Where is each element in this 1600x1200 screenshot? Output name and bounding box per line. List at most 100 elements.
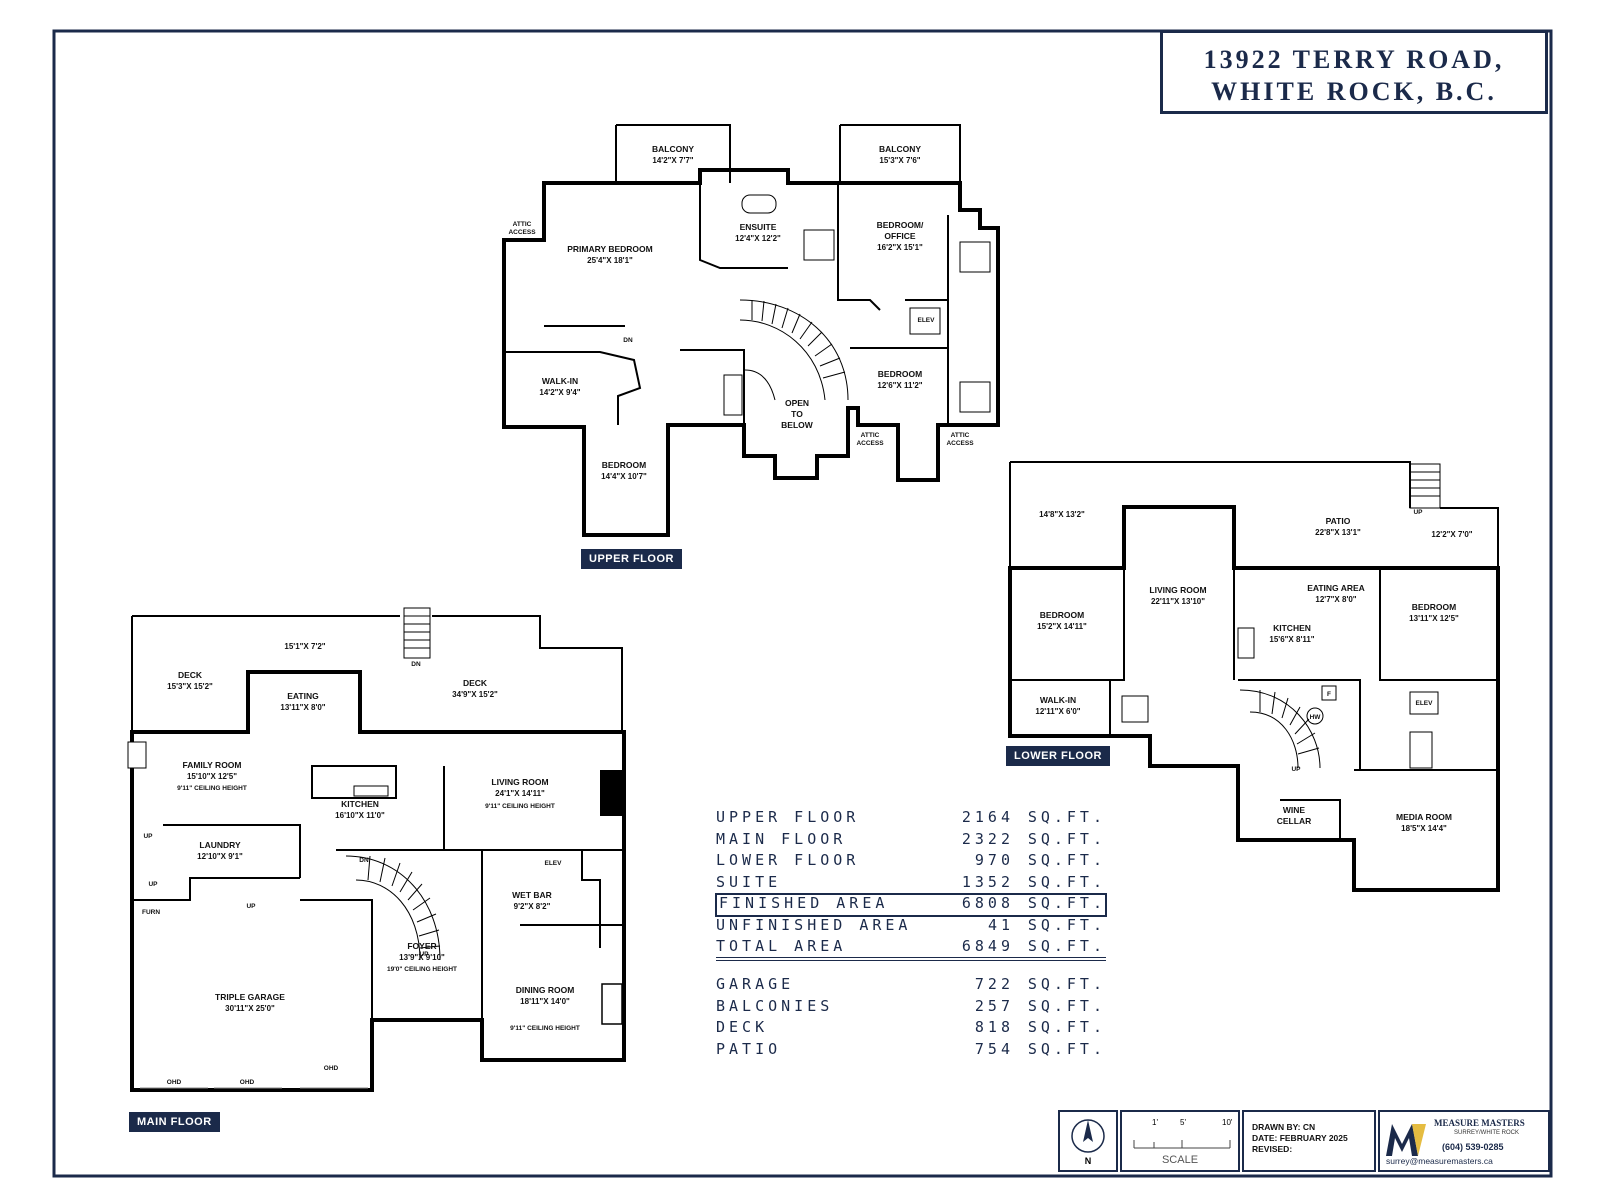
label-furn: FURN	[142, 909, 160, 916]
dims-deck-left: 15'3"X 15'2"	[167, 682, 213, 691]
area-unit: SQ.FT.	[1027, 937, 1106, 955]
area-unit: SQ.FT.	[1027, 851, 1106, 869]
label-elev-main: ELEV	[545, 860, 563, 867]
label-ohd-2: OHD	[240, 1079, 255, 1086]
scale-box: 1' 5' 10' SCALE	[1120, 1110, 1240, 1172]
label-primary-bedroom: PRIMARY BEDROOM	[567, 244, 652, 254]
lower-floor-tag: LOWER FLOOR	[1006, 746, 1110, 766]
page-border	[52, 29, 1553, 1178]
label-dining-room: DINING ROOM	[516, 985, 575, 995]
revised: REVISED:	[1252, 1144, 1293, 1154]
area-value: 2164	[961, 808, 1014, 826]
label-up-main-2: UP	[148, 881, 158, 888]
area-name: MAIN FLOOR	[716, 829, 847, 848]
label-family-room: FAMILY ROOM	[182, 760, 241, 770]
dims-eating-main: 13'11"X 8'0"	[280, 703, 325, 712]
label-bedroom-office-2: OFFICE	[884, 231, 915, 241]
area-value: 2322	[961, 829, 1014, 848]
area-name: GARAGE	[716, 975, 795, 993]
area-unit: SQ.FT.	[1027, 1018, 1106, 1036]
area-name: TOTAL AREA	[716, 937, 847, 955]
label-attic-2b: ACCESS	[856, 440, 884, 447]
scale-tick-10: 10'	[1222, 1118, 1233, 1127]
dims-area-right: 12'2"X 7'0"	[1431, 530, 1472, 539]
label-walk-in-lower: WALK-IN	[1040, 695, 1076, 705]
ceiling-dining-room: 9'11" CEILING HEIGHT	[510, 1025, 580, 1032]
label-attic-3b: ACCESS	[946, 440, 974, 447]
area-unit: SQ.FT.	[1027, 829, 1106, 848]
area-value: 754	[974, 1039, 1014, 1058]
area-value: 970	[974, 851, 1014, 869]
area-unit: SQ.FT.	[1027, 872, 1106, 891]
ceiling-living-room-main: 9'11" CEILING HEIGHT	[485, 803, 555, 810]
lower-floor-labels: 14'8"X 13'2" PATIO 22'8"X 13'1" 12'2"X 7…	[1035, 509, 1472, 833]
dims-primary-bedroom: 25'4"X 18'1"	[587, 256, 633, 265]
label-bedroom-a: BEDROOM	[878, 369, 922, 379]
company-phone: (604) 539-0285	[1442, 1142, 1504, 1152]
label-kitchen-lower: KITCHEN	[1273, 623, 1311, 633]
main-floor-labels: 15'1"X 7'2" DECK 15'3"X 15'2" DECK 34'9"…	[142, 642, 580, 1086]
label-wine: WINE	[1283, 805, 1306, 815]
label-media-room: MEDIA ROOM	[1396, 812, 1452, 822]
dims-balcony-1: 14'2"X 7'7"	[652, 156, 693, 165]
label-dn-main-2: DN	[411, 661, 421, 668]
dims-laundry: 12'10"X 9'1"	[197, 852, 243, 861]
dims-foyer: 13'9"X 9'10"	[399, 953, 445, 962]
main-floor-plan	[127, 607, 626, 1092]
dims-area-left: 14'8"X 13'2"	[1039, 510, 1085, 519]
dims-triple-garage: 30'11"X 25'0"	[225, 1004, 275, 1013]
label-up-main-3: UP	[246, 903, 256, 910]
label-open-2: TO	[791, 409, 803, 419]
label-bedroom-office-1: BEDROOM/	[877, 220, 924, 230]
label-dn-main-1: DN	[359, 857, 369, 864]
label-dn-upper: DN	[623, 337, 633, 344]
area-name: UPPER FLOOR	[716, 808, 860, 826]
label-ohd-3: OHD	[324, 1065, 339, 1072]
label-balcony-2: BALCONY	[879, 144, 921, 154]
dims-walk-in-lower: 12'11"X 6'0"	[1035, 707, 1080, 716]
company-name: MEASURE MASTERS	[1434, 1118, 1525, 1128]
upper-floor-labels: BALCONY 14'2"X 7'7" BALCONY 15'3"X 7'6" …	[508, 144, 974, 481]
area-name: FINISHED AREA	[719, 894, 889, 912]
label-triple-garage: TRIPLE GARAGE	[215, 992, 285, 1002]
dims-bedroom-b: 14'4"X 10'7"	[601, 472, 647, 481]
label-laundry: LAUNDRY	[199, 840, 241, 850]
dims-eating-area: 12'7"X 8'0"	[1315, 595, 1356, 604]
drawing-date: DATE: FEBRUARY 2025	[1252, 1133, 1348, 1143]
dims-dining-room: 18'11"X 14'0"	[520, 997, 570, 1006]
label-hw: HW	[1310, 714, 1322, 721]
label-up-lower-2: UP	[1291, 766, 1301, 773]
north-arrow-box: N	[1058, 1110, 1118, 1172]
area-name: UNFINISHED AREA	[716, 915, 912, 934]
label-living-room-lower: LIVING ROOM	[1149, 585, 1206, 595]
property-address-line1: 13922 TERRY ROAD,	[1203, 45, 1505, 74]
area-value: 6808	[961, 894, 1014, 912]
upper-floor-tag: UPPER FLOOR	[581, 549, 682, 569]
area-value: 818	[974, 1018, 1014, 1036]
dims-deck-right: 34'9"X 15'2"	[452, 690, 498, 699]
dims-deck-top: 15'1"X 7'2"	[284, 642, 325, 651]
label-cellar: CELLAR	[1277, 816, 1311, 826]
dims-wet-bar: 9'2"X 8'2"	[514, 902, 551, 911]
dims-walk-in: 14'2"X 9'4"	[539, 388, 580, 397]
main-floor-tag: MAIN FLOOR	[129, 1112, 220, 1132]
dims-media-room: 18'5"X 14'4"	[1401, 824, 1447, 833]
dims-living-room-lower: 22'11"X 13'10"	[1151, 597, 1205, 606]
label-up-main-4: UP	[419, 951, 429, 958]
area-value: 41	[987, 915, 1014, 934]
scale-label: SCALE	[1161, 1154, 1199, 1166]
label-foyer: FOYER	[407, 941, 436, 951]
area-value: 257	[974, 996, 1014, 1015]
area-table-spacer	[716, 961, 1106, 975]
area-value: 722	[974, 975, 1014, 993]
area-unit: SQ.FT.	[1027, 1039, 1106, 1058]
label-ohd-1: OHD	[167, 1079, 182, 1086]
label-wet-bar: WET BAR	[512, 890, 552, 900]
